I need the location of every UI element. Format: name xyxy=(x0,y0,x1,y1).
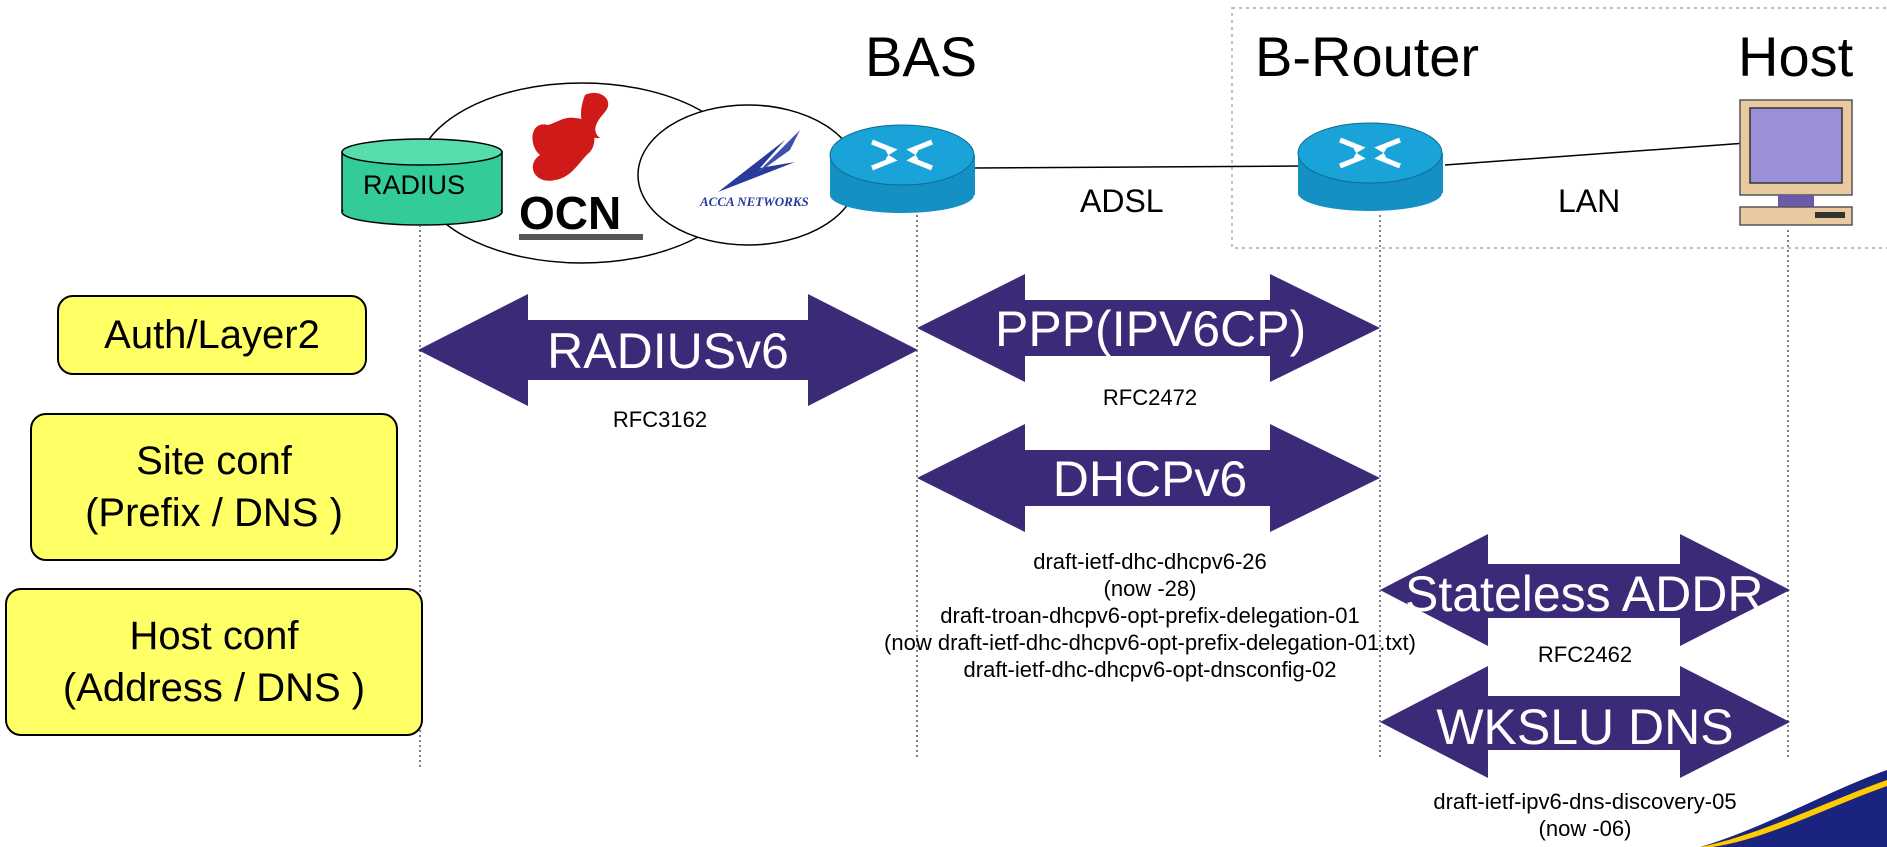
ppp-arrow xyxy=(917,274,1380,382)
acca-logo: ACCA NETWORKS xyxy=(699,130,809,209)
b-router-title: B-Router xyxy=(1255,25,1480,88)
corner-swoosh xyxy=(1700,770,1887,847)
acca-logo-text: ACCA NETWORKS xyxy=(699,194,809,209)
ppp-ref: RFC2472 xyxy=(1102,385,1198,410)
site-conf-subtitle: (Prefix / DNS ) xyxy=(85,491,343,535)
host-title: Host xyxy=(1738,25,1854,88)
bas-title: BAS xyxy=(865,25,978,88)
radiusv6-ref: RFC3162 xyxy=(612,407,708,432)
ocn-logo: OCN xyxy=(519,92,643,240)
radiusv6-label: RADIUSv6 xyxy=(547,323,789,379)
adsl-link xyxy=(974,165,1303,169)
dhcpv6-label: DHCPv6 xyxy=(1052,451,1248,507)
dhcpv6-ref-line: (now draft-ietf-dhc-dhcpv6-opt-prefix-de… xyxy=(884,630,1416,655)
stateless-arrow xyxy=(1380,534,1790,646)
auth-layer2-label: Auth/Layer2 xyxy=(104,313,320,357)
lan-label: LAN xyxy=(1558,183,1621,219)
adsl-label: ADSL xyxy=(1080,183,1164,219)
stateless-ref: RFC2462 xyxy=(1537,642,1633,667)
host-computer-icon xyxy=(1739,99,1853,226)
radius-db-label: RADIUS xyxy=(363,170,466,200)
home-network-frame xyxy=(1231,7,1887,249)
wkslu-label: WKSLU DNS xyxy=(1436,699,1734,755)
bas-router-icon xyxy=(829,124,975,213)
dhcpv6-ref-line: (now -28) xyxy=(1103,576,1197,601)
stateless-label: Stateless ADDR xyxy=(1405,566,1764,622)
radiusv6-arrow xyxy=(418,294,918,406)
dhcpv6-ref-line: draft-ietf-dhc-dhcpv6-opt-dnsconfig-02 xyxy=(963,657,1337,682)
dhcpv6-ref-line: draft-ietf-dhc-dhcpv6-26 xyxy=(1033,549,1267,574)
site-conf-title: Site conf xyxy=(136,439,292,483)
wkslu-arrow xyxy=(1380,666,1790,778)
radius-database-icon xyxy=(341,138,503,226)
site-conf-box: Site conf (Prefix / DNS ) xyxy=(30,413,398,561)
host-conf-subtitle: (Address / DNS ) xyxy=(62,666,366,710)
dhcpv6-arrow xyxy=(917,424,1380,532)
auth-layer2-box: Auth/Layer2 xyxy=(57,295,367,375)
dhcpv6-ref-line: draft-troan-dhcpv6-opt-prefix-delegation… xyxy=(940,603,1360,628)
wkslu-ref-line: draft-ietf-ipv6-dns-discovery-05 xyxy=(1433,789,1737,814)
host-conf-title: Host conf xyxy=(129,614,299,658)
dhcpv6-refs: draft-ietf-dhc-dhcpv6-26 (now -28) draft… xyxy=(800,548,1500,683)
b-router-icon xyxy=(1297,122,1443,211)
wkslu-refs: draft-ietf-ipv6-dns-discovery-05 (now -0… xyxy=(1385,788,1785,842)
host-conf-box: Host conf (Address / DNS ) xyxy=(5,588,423,736)
wkslu-ref-line: (now -06) xyxy=(1538,816,1632,841)
ocn-logo-text: OCN xyxy=(519,187,621,239)
lan-link xyxy=(1444,141,1761,166)
ppp-label: PPP(IPV6CP) xyxy=(995,301,1307,357)
